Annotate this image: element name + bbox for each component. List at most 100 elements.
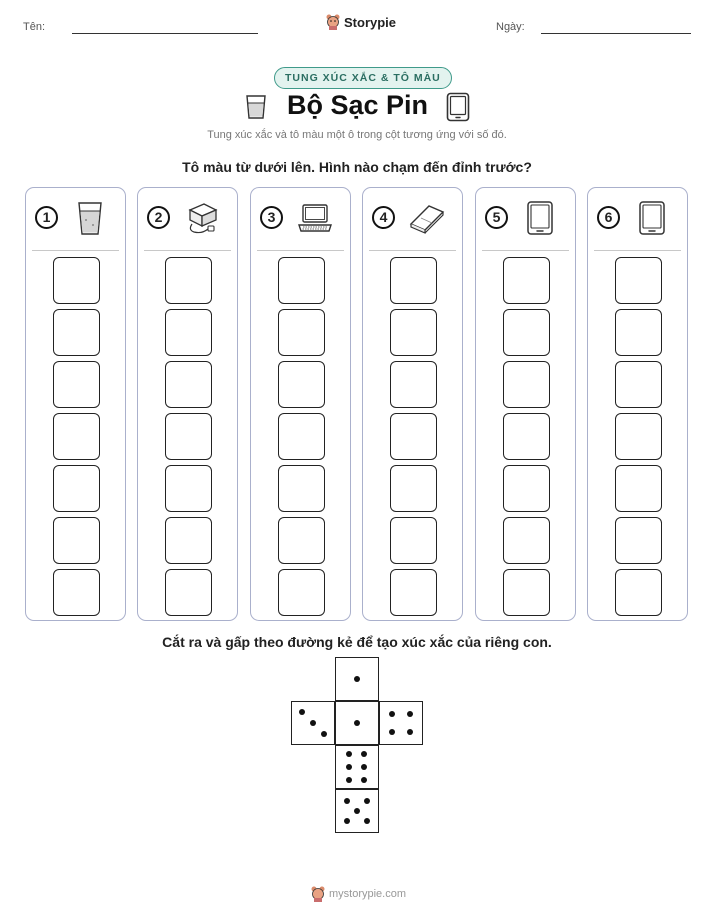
color-box[interactable]: [615, 361, 662, 408]
column-number: 3: [260, 206, 283, 229]
color-box[interactable]: [278, 465, 325, 512]
dice-pip: [361, 750, 368, 757]
color-box[interactable]: [390, 413, 437, 460]
color-box[interactable]: [165, 361, 212, 408]
power-adapter-icon: [182, 198, 222, 238]
name-label: Tên:: [23, 21, 46, 33]
column-number: 4: [372, 206, 395, 229]
color-box[interactable]: [53, 309, 100, 356]
color-box[interactable]: [390, 465, 437, 512]
column-header: 1: [26, 188, 125, 250]
dice-pip: [346, 776, 353, 783]
color-box[interactable]: [503, 517, 550, 564]
color-box[interactable]: [615, 413, 662, 460]
divider: [594, 250, 681, 251]
dice-face-1: [335, 657, 379, 701]
column-2: 2: [137, 187, 238, 621]
divider: [257, 250, 344, 251]
column-1: 1: [25, 187, 126, 621]
divider: [482, 250, 569, 251]
dice-pip: [388, 728, 395, 735]
page-subtitle: Tung xúc xắc và tô màu một ô trong cột t…: [207, 129, 507, 141]
column-4: 4: [362, 187, 463, 621]
column-header: 6: [588, 188, 687, 250]
color-box[interactable]: [165, 569, 212, 616]
book-icon: [407, 198, 447, 238]
tablet-icon: [446, 92, 470, 122]
dice-instruction: Cắt ra và gấp theo đường kẻ để tạo xúc x…: [162, 634, 552, 650]
color-box[interactable]: [390, 309, 437, 356]
dice-pip: [363, 817, 370, 824]
dice-pip: [353, 807, 360, 814]
color-box[interactable]: [278, 413, 325, 460]
color-box[interactable]: [615, 465, 662, 512]
column-number: 2: [147, 206, 170, 229]
brand-name: Storypie: [344, 14, 397, 30]
coloring-instruction: Tô màu từ dưới lên. Hình nào chạm đến đỉ…: [182, 159, 532, 175]
color-box[interactable]: [390, 569, 437, 616]
color-box[interactable]: [503, 569, 550, 616]
bear-icon: [326, 14, 340, 30]
divider: [369, 250, 456, 251]
color-box[interactable]: [278, 569, 325, 616]
dice-face-3: [291, 701, 335, 745]
brand-logo: Storypie: [326, 14, 396, 30]
divider: [32, 250, 119, 251]
dice-pip: [361, 763, 368, 770]
dice-pip: [298, 708, 305, 715]
dice-pip: [343, 817, 350, 824]
color-box[interactable]: [165, 309, 212, 356]
column-5: 5: [475, 187, 576, 621]
dice-face-6: [335, 745, 379, 789]
color-box[interactable]: [278, 309, 325, 356]
dice-pip: [346, 750, 353, 757]
color-box[interactable]: [503, 413, 550, 460]
color-box[interactable]: [615, 517, 662, 564]
column-number: 6: [597, 206, 620, 229]
tablet-icon: [632, 198, 672, 238]
dice-pip: [343, 797, 350, 804]
color-box[interactable]: [615, 569, 662, 616]
color-box[interactable]: [278, 517, 325, 564]
date-field[interactable]: [541, 33, 691, 34]
dice-pip: [361, 776, 368, 783]
glass-of-water-icon: [246, 95, 266, 119]
color-box[interactable]: [278, 361, 325, 408]
color-box[interactable]: [390, 361, 437, 408]
color-box[interactable]: [53, 257, 100, 304]
color-box[interactable]: [503, 257, 550, 304]
color-box[interactable]: [53, 569, 100, 616]
column-header: 5: [476, 188, 575, 250]
color-box[interactable]: [278, 257, 325, 304]
color-box[interactable]: [503, 465, 550, 512]
color-box[interactable]: [503, 361, 550, 408]
tablet-icon: [520, 198, 560, 238]
color-box[interactable]: [53, 465, 100, 512]
color-box[interactable]: [615, 257, 662, 304]
dice-face-1: [335, 701, 379, 745]
column-number: 5: [485, 206, 508, 229]
color-box[interactable]: [165, 257, 212, 304]
name-field[interactable]: [72, 33, 258, 34]
color-box[interactable]: [615, 309, 662, 356]
dice-pip: [353, 719, 360, 726]
color-box[interactable]: [53, 361, 100, 408]
color-box[interactable]: [390, 517, 437, 564]
date-label: Ngày:: [496, 21, 525, 33]
dice-pip: [406, 710, 413, 717]
color-box[interactable]: [503, 309, 550, 356]
color-box[interactable]: [390, 257, 437, 304]
color-box[interactable]: [165, 517, 212, 564]
color-box[interactable]: [165, 413, 212, 460]
column-number: 1: [35, 206, 58, 229]
activity-badge: TUNG XÚC XẮC & TÔ MÀU: [274, 67, 452, 89]
color-box[interactable]: [53, 517, 100, 564]
footer-url: mystorypie.com: [329, 888, 407, 900]
color-box[interactable]: [53, 413, 100, 460]
color-box[interactable]: [165, 465, 212, 512]
glass-of-water-icon: [70, 198, 110, 238]
column-3: 3: [250, 187, 351, 621]
page-title: Bộ Sạc Pin: [287, 90, 429, 120]
column-header: 4: [363, 188, 462, 250]
bear-icon: [311, 886, 325, 902]
